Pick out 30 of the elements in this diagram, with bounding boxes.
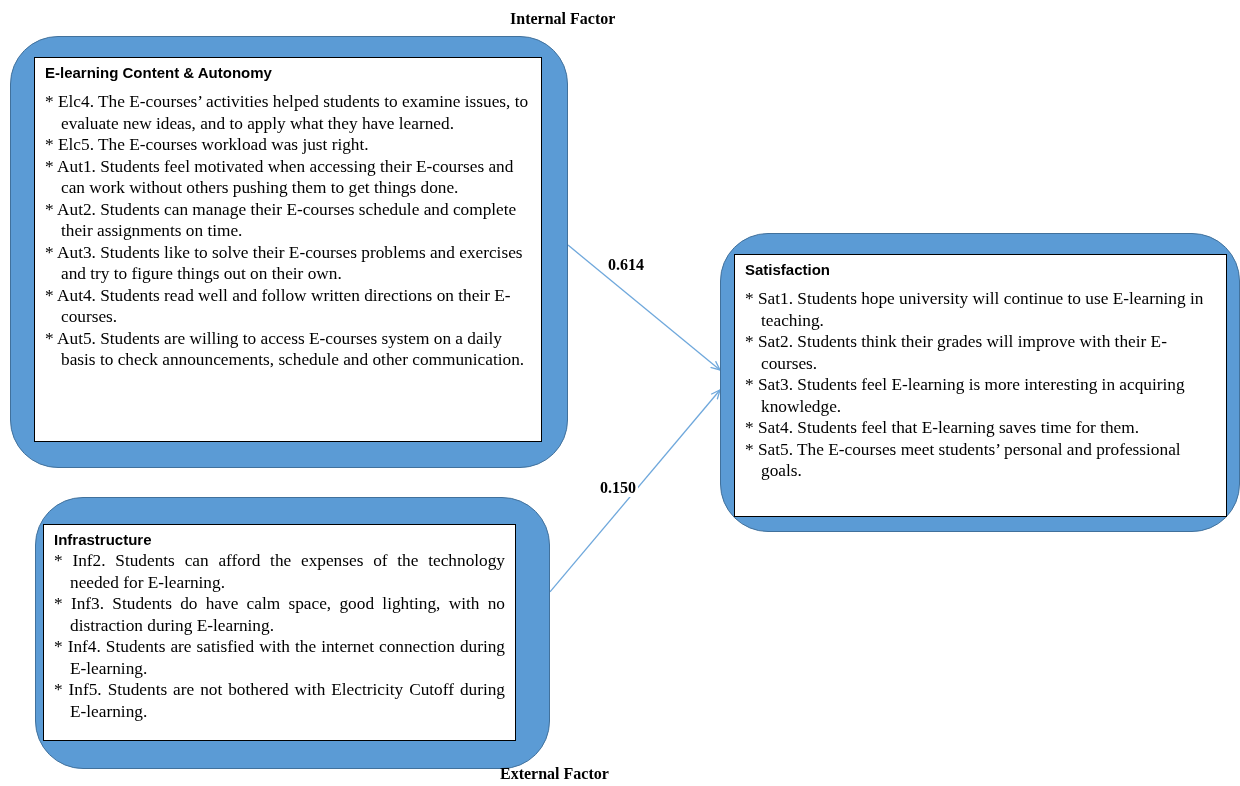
rounded-box	[10, 36, 568, 468]
bullet-item: * Sat2. Students think their grades will improve with their E-courses.	[745, 331, 1168, 374]
text-box	[43, 524, 516, 741]
text-box	[34, 57, 542, 442]
text-box	[734, 254, 1227, 517]
bullet-item: * Inf3. Students do have calm space, good lighting, with no distraction during E-learning.	[54, 593, 505, 636]
factor-heading: External Factor	[500, 765, 609, 783]
edge-label: 0.150	[598, 479, 638, 497]
bullet-item: * Elc5. The E-courses workload was just right.	[45, 134, 370, 156]
arrow	[567, 244, 721, 371]
bullet-item: * Inf4. Students are satisfied with the internet connection during E-learning.	[54, 636, 505, 679]
bullet-item: * Aut3. Students like to solve their E-courses problems and exercises and try to figure things out on their own.	[45, 241, 524, 285]
bullet-item: * Sat4. Students feel that E-learning saves time for them.	[745, 417, 1140, 439]
bullet-item: * Sat1. Students hope university will continue to use E-learning in teaching.	[745, 288, 1205, 331]
bullet-item: * Inf2. Students can afford the expenses of the technology needed for E-learning.	[54, 550, 505, 593]
arrow	[549, 389, 721, 593]
bullet-item: * Sat3. Students feel E-learning is more interesting in acquiring knowledge.	[745, 374, 1186, 417]
rounded-box	[35, 497, 550, 769]
bullet-item: * Sat5. The E-courses meet students’ personal and professional goals.	[745, 438, 1182, 482]
box-heading: Satisfaction	[745, 261, 832, 278]
rounded-box	[720, 233, 1240, 532]
bullet-item: * Elc4. The E-courses’ activities helped students to examine issues, to evaluate new ideas, and to apply what they have learned.	[45, 91, 530, 134]
bullet-item: * Aut2. Students can manage their E-courses schedule and complete their assignments on time.	[45, 198, 518, 242]
bullet-item: * Inf5. Students are not bothered with Electricity Cutoff during E-learning.	[54, 679, 505, 722]
bullet-item: * Aut1. Students feel motivated when accessing their E-courses and can work without others pushing them to get things done.	[45, 155, 515, 199]
box-heading: Infrastructure	[54, 531, 153, 548]
bullet-item: * Aut5. Students are willing to access E-courses system on a daily basis to check announcements, schedule and other communication.	[45, 327, 526, 371]
factor-heading: Internal Factor	[510, 10, 616, 28]
bullet-item: * Aut4. Students read well and follow written directions on their E-courses.	[45, 284, 512, 328]
box-heading: E-learning Content & Autonomy	[45, 64, 273, 81]
